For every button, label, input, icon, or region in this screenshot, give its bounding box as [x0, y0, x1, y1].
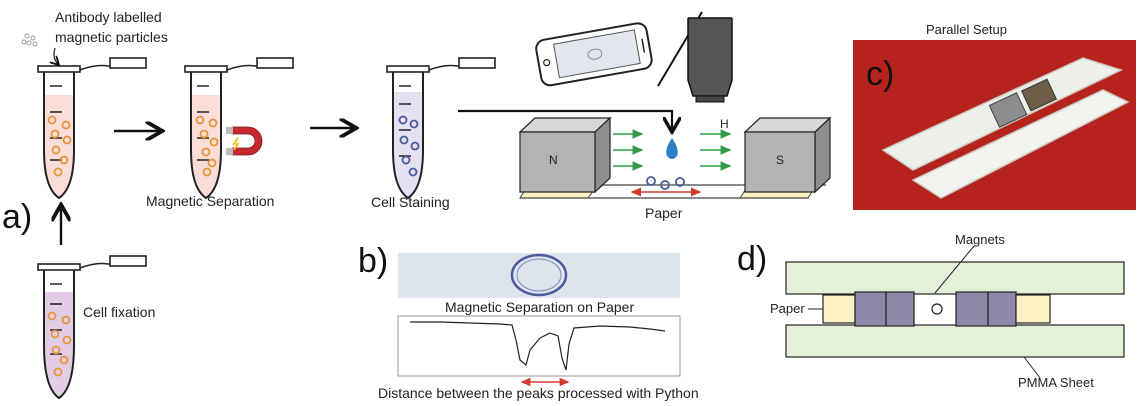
panel-label-a: a) — [2, 198, 33, 236]
photo-contents — [881, 57, 1130, 199]
tube-fixation — [37, 255, 147, 400]
label-distance-caption: Distance between the peaks processed wit… — [378, 385, 699, 401]
panel-label-b: b) — [358, 242, 389, 280]
label-pmma-sheet: PMMA Sheet — [1018, 375, 1094, 390]
strip-contents — [510, 253, 568, 297]
label-separation-on-paper: Magnetic Separation on Paper — [445, 299, 635, 315]
label-antibody-line1: Antibody labelled — [55, 9, 162, 25]
panel-label-d: d) — [737, 240, 768, 278]
label-magnets: Magnets — [955, 232, 1005, 247]
label-magnetic-separation: Magnetic Separation — [146, 193, 275, 209]
label-paper-setup: Paper — [645, 205, 683, 221]
label-field-h: H — [720, 117, 729, 131]
label-antibody-line2: magnetic particles — [55, 29, 168, 45]
paper-magnet-setup — [518, 116, 832, 199]
magnetic-particles-icon — [21, 33, 38, 47]
pmma-schematic — [785, 245, 1125, 379]
horseshoe-magnet-icon — [226, 126, 263, 156]
smartphone-icon — [535, 22, 653, 87]
label-cell-fixation: Cell fixation — [83, 304, 156, 320]
label-paper-schematic: Paper — [770, 301, 805, 316]
lightning-icon — [232, 137, 240, 151]
tube-staining — [386, 57, 496, 200]
arrow-to-paper — [458, 109, 672, 130]
panel-label-c: c) — [866, 55, 895, 93]
microscope-objective-icon — [687, 17, 733, 103]
label-parallel-setup: Parallel Setup — [926, 22, 1007, 37]
particles-arrow — [54, 47, 58, 64]
tube-separation — [184, 57, 294, 200]
intensity-profile-plot — [397, 315, 681, 387]
label-magnet-n: N — [549, 153, 558, 167]
label-magnet-s: S — [776, 153, 785, 167]
label-cell-staining: Cell Staining — [371, 194, 450, 210]
water-drop-icon — [666, 138, 678, 159]
parallel-setup-photo — [853, 40, 1136, 210]
tube-antibody — [37, 57, 147, 200]
paper-strip-image — [398, 253, 680, 298]
